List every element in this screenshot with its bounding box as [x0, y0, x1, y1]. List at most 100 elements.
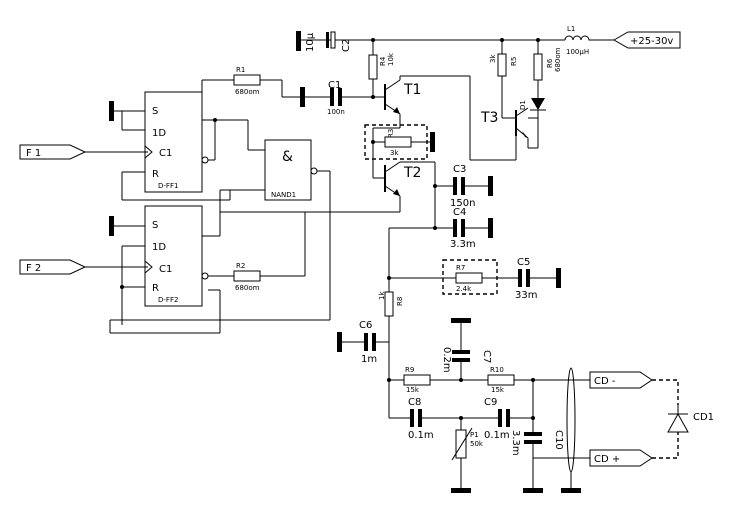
resistor-r5: 3k R5 — [489, 38, 518, 119]
shielded-cable — [532, 367, 590, 493]
capacitor-c7: C7 0.2m — [441, 318, 492, 382]
resistor-r1: R1 680om — [202, 66, 305, 98]
c8-value: 0.1m — [408, 430, 434, 441]
t1-label: T1 — [403, 82, 421, 98]
flipflop-d-ff1: S 1D C1 R D-FF1 — [109, 91, 209, 193]
inductor-value: 100µH — [566, 48, 589, 56]
r7-name: R7 — [456, 264, 465, 272]
capacitor-c2: 10µ C2 — [296, 31, 352, 52]
transistor-t1: T1 — [373, 75, 517, 161]
ff2-pin-c1: C1 — [159, 264, 172, 275]
r8-name: R8 — [396, 297, 404, 306]
r4-name: R4 — [379, 56, 387, 66]
r1-value: 680om — [235, 88, 260, 96]
power-input-connector: +25-30v — [612, 31, 681, 49]
c6-value: 1m — [361, 354, 377, 365]
r2-name: R2 — [236, 262, 245, 270]
resistor-r3: R3 3k — [364, 124, 435, 160]
r2-value: 680om — [235, 284, 260, 292]
r5-name: R5 — [510, 57, 518, 66]
c3-name: C3 — [453, 164, 466, 175]
output-cd-minus: CD - — [589, 371, 653, 389]
ff1-pin-c1: C1 — [159, 148, 172, 159]
cd-minus-label: CD - — [594, 376, 616, 387]
flipflop-d-ff2: S 1D C1 R D-FF2 — [109, 205, 209, 325]
c3-value: 150n — [450, 198, 475, 209]
resistor-r8: 1k R8 — [378, 228, 404, 342]
ff2-name: D-FF2 — [158, 296, 178, 304]
cd-plus-label: CD + — [594, 454, 620, 465]
r10-name: R10 — [490, 366, 504, 374]
c4-value: 3.3m — [450, 239, 476, 250]
ff1-pin-s: S — [152, 106, 158, 117]
t2-label: T2 — [403, 165, 421, 181]
inductor-name: L1 — [567, 25, 575, 33]
capacitor-c3: C3 150n — [433, 162, 493, 228]
transistor-t2: T2 — [220, 142, 435, 213]
r5-value: 3k — [489, 54, 497, 63]
r6-name: R6 — [546, 58, 554, 68]
r1-name: R1 — [236, 66, 245, 74]
cd1-label: CD1 — [693, 412, 714, 423]
ff2-pin-s: S — [152, 220, 158, 231]
c9-value: 0.1m — [484, 430, 510, 441]
d1-label: D1 — [519, 100, 527, 110]
diode-d1: D1 — [519, 98, 546, 119]
ff1-name: D-FF1 — [158, 182, 178, 190]
r10-value: 15k — [491, 386, 505, 394]
ff1-pin-r: R — [152, 169, 159, 180]
c2-value: 10µ — [305, 32, 316, 52]
potentiometer-p1: P1 50k — [451, 416, 484, 493]
resistor-r7: R7 2.4k — [389, 259, 518, 295]
r7-value: 2.4k — [456, 285, 472, 293]
ff1-pin-1d: 1D — [152, 128, 166, 139]
ff2-pin-1d: 1D — [152, 242, 166, 253]
f1-label: F 1 — [26, 148, 41, 159]
c10-value: 3.3m — [510, 430, 521, 456]
input-f1: F 1 — [19, 144, 148, 160]
input-f2: F 2 — [19, 259, 148, 275]
c7-name: C7 — [481, 350, 492, 363]
r9-value: 15k — [406, 386, 420, 394]
c4-name: C4 — [453, 207, 466, 218]
diode-cd1: CD1 — [652, 379, 714, 459]
inductor-l1: L1 100µH — [564, 25, 592, 56]
nand-name: NAND1 — [271, 191, 296, 199]
c5-name: C5 — [517, 257, 530, 268]
capacitor-c1: C1 100n — [300, 80, 385, 116]
r8-value: 1k — [378, 291, 386, 300]
capacitor-c8: C8 0.1m — [389, 397, 498, 441]
r6-value: 680om — [554, 47, 562, 72]
r3-value: 3k — [390, 149, 399, 157]
resistor-r9: R9 15k — [387, 366, 488, 394]
c5-value: 33m — [515, 290, 537, 301]
resistor-r10: R10 15k — [487, 366, 590, 394]
transistor-t3: T3 — [480, 107, 539, 149]
ff2-pin-r: R — [152, 283, 159, 294]
r3-name: R3 — [387, 129, 395, 138]
output-cd-plus: CD + — [589, 449, 653, 467]
t3-label: T3 — [480, 110, 498, 126]
logic-wiring — [109, 80, 331, 334]
c2-name: C2 — [341, 39, 352, 52]
power-label: +25-30v — [630, 36, 673, 47]
capacitor-c4: C4 3.3m — [435, 207, 493, 250]
p1-value: 50k — [470, 440, 484, 448]
capacitor-c6: C6 1m — [337, 320, 390, 418]
r4-value: 10k — [387, 52, 395, 66]
r9-name: R9 — [405, 366, 414, 374]
capacitor-c5: C5 33m — [515, 257, 561, 301]
c1-value: 100n — [327, 108, 345, 116]
c7-value: 0.2m — [441, 347, 452, 373]
capacitor-c9: C9 0.1m — [484, 397, 533, 441]
resistor-r2: R2 680om — [208, 212, 306, 292]
capacitor-c10: C10 3.3m — [510, 380, 564, 493]
c1-name: C1 — [328, 80, 341, 91]
c6-name: C6 — [359, 320, 372, 331]
f2-label: F 2 — [26, 263, 41, 274]
resistor-r4: R4 10k — [368, 38, 395, 96]
p1-name: P1 — [470, 431, 479, 439]
c10-name: C10 — [553, 430, 564, 450]
c9-name: C9 — [484, 397, 497, 408]
